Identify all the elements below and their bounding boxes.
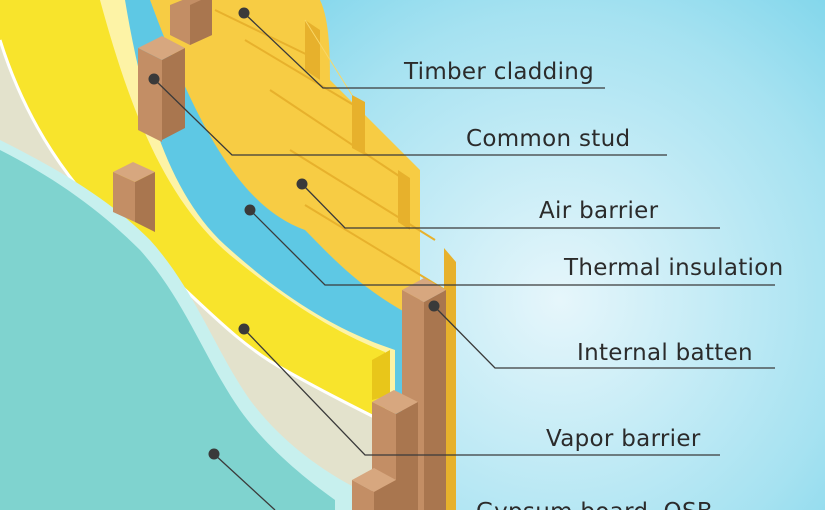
vapor-barrier-layer [0,40,400,510]
label-common-stud: Common stud [466,126,630,152]
label-gypsum-board: Gypsum board, OSB [476,499,713,510]
bottom-stud [352,468,396,510]
leader-lines [153,12,775,510]
leader-vapor-barrier [243,328,720,456]
dot-timber-cladding [238,7,250,19]
dot-vapor-barrier [238,323,250,335]
dot-internal-batten [428,300,440,312]
leader-gypsum-board [213,453,276,510]
labels: Timber cladding Common stud Air barrier … [403,59,784,510]
gypsum-board-layer [0,150,335,510]
leader-dots [148,7,440,460]
dot-common-stud [148,73,160,85]
dot-air-barrier [296,178,308,190]
label-internal-batten: Internal batten [577,340,753,366]
internal-batten-small [113,162,155,232]
label-thermal-insulation: Thermal insulation [563,255,784,281]
common-stud [138,36,185,142]
label-timber-cladding: Timber cladding [403,59,594,85]
insulation-side-edge [372,350,390,400]
top-stud [170,0,212,45]
leader-timber-cladding [243,12,605,89]
label-vapor-barrier: Vapor barrier [546,426,701,452]
label-air-barrier: Air barrier [539,198,659,224]
leader-thermal-insulation [249,209,775,286]
leader-internal-batten [433,305,775,369]
leader-air-barrier [301,183,720,229]
dot-thermal-insulation [244,204,256,216]
leader-common-stud [153,78,667,156]
vapor-barrier-edge [0,39,401,432]
dot-gypsum-board [208,448,220,460]
